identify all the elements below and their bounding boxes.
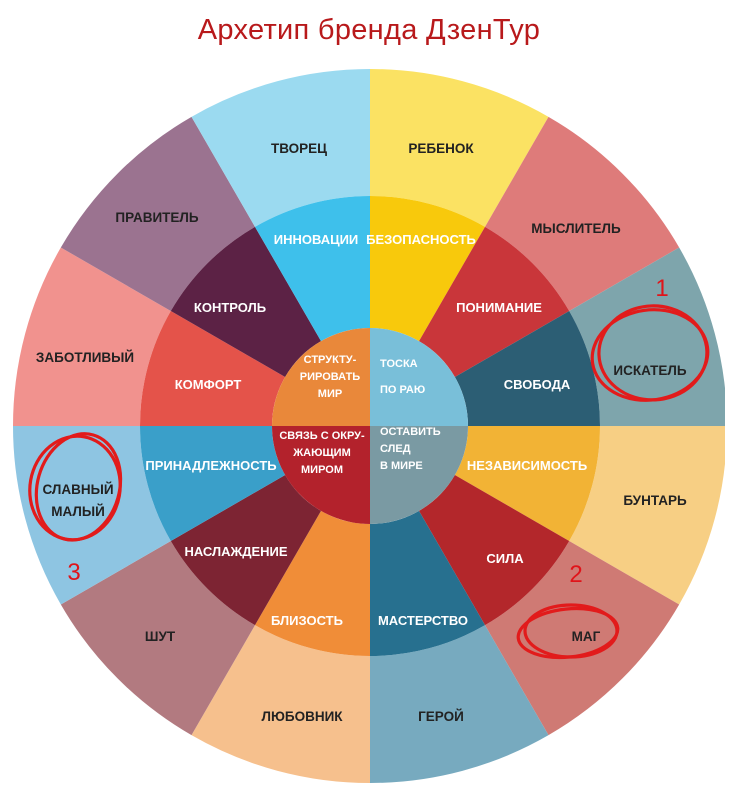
middle-segment-независимость — [454, 426, 600, 541]
middle-label-инновации: ИННОВАЦИИ — [274, 232, 359, 247]
outer-label-славный-малый: СЛАВНЫЙ — [42, 482, 113, 497]
outer-segment-любовник — [191, 625, 370, 783]
outer-segment-мыслитель — [485, 116, 680, 311]
inner-quadrant-1 — [370, 328, 468, 426]
outer-label-творец: ТВОРЕЦ — [271, 141, 327, 156]
outer-label-мыслитель: МЫСЛИТЕЛЬ — [531, 221, 621, 236]
inner-label-3-3: МИРОМ — [301, 464, 343, 476]
middle-segment-инновации — [255, 196, 370, 342]
middle-segment-сила — [419, 475, 570, 626]
annotations-layer: 1 2 3 — [28, 275, 710, 660]
middle-segment-принадлежность — [140, 426, 286, 541]
outer-segment-маг — [485, 541, 680, 736]
middle-label-безопасность: БЕЗОПАСНОСТЬ — [366, 232, 476, 247]
middle-label-свобода: СВОБОДА — [504, 377, 571, 392]
inner-label-4-1: СТРУКТУ- — [304, 354, 357, 366]
middle-label-наслаждение: НАСЛАЖДЕНИЕ — [184, 544, 287, 559]
middle-segment-контроль — [170, 226, 321, 377]
middle-segment-безопасность — [370, 196, 485, 342]
outer-label-заботливый: ЗАБОТЛИВЫЙ — [36, 350, 134, 365]
annotation-number-3: 3 — [67, 559, 80, 586]
middle-segment-понимание — [419, 226, 570, 377]
inner-quadrant-4 — [272, 328, 370, 426]
annotation-number-1: 1 — [655, 275, 668, 302]
middle-label-принадлежность: ПРИНАДЛЕЖНОСТЬ — [145, 458, 276, 473]
middle-segment-мастерство — [370, 510, 485, 656]
middle-label-понимание: ПОНИМАНИЕ — [456, 300, 542, 315]
inner-label-1-2: ПО РАЮ — [380, 384, 425, 396]
outer-label-бунтарь: БУНТАРЬ — [623, 493, 687, 508]
inner-label-4-3: МИР — [318, 388, 342, 400]
outer-segment-шут — [60, 541, 255, 736]
outer-label-искатель: ИСКАТЕЛЬ — [613, 363, 686, 378]
outer-label-правитель: ПРАВИТЕЛЬ — [115, 210, 198, 225]
middle-segment-наслаждение — [170, 475, 321, 626]
highlight-circle-1 — [597, 304, 709, 402]
outer-label-шут: ШУТ — [145, 629, 176, 644]
inner-label-2-1: ОСТАВИТЬ — [380, 426, 441, 438]
middle-label-сила: СИЛА — [486, 551, 524, 566]
outer-label-маг: МАГ — [572, 629, 601, 644]
inner-label-2-3: В МИРЕ — [380, 460, 423, 472]
labels-layer: РЕБЕНОК МЫСЛИТЕЛЬ ИСКАТЕЛЬ БУНТАРЬ МАГ ГЕРОЙ Л… — [36, 141, 687, 724]
outer-segment-ребенок — [370, 69, 549, 227]
highlight-circle-2 — [523, 603, 619, 659]
outer-label-герой: ГЕРОЙ — [418, 709, 464, 724]
diagram-title: Архетип бренда ДзенТур — [197, 14, 541, 46]
middle-segment-близость — [255, 510, 370, 656]
inner-label-3-1: СВЯЗЬ С ОКРУ- — [279, 430, 365, 442]
middle-label-близость: БЛИЗОСТЬ — [271, 613, 343, 628]
outer-segment-герой — [370, 625, 549, 783]
inner-quadrant-3 — [272, 426, 370, 524]
outer-segment-правитель — [60, 116, 255, 311]
middle-label-мастерство: МАСТЕРСТВО — [378, 613, 468, 628]
inner-label-3-2: ЖАЮЩИМ — [292, 447, 351, 459]
annotation-number-2: 2 — [569, 561, 582, 588]
inner-circle — [272, 328, 468, 524]
outer-label-ребенок: РЕБЕНОК — [408, 141, 474, 156]
outer-segment-творец — [191, 69, 370, 227]
inner-label-2-2: СЛЕД — [380, 443, 411, 455]
middle-segment-комфорт — [140, 311, 286, 426]
middle-segment-свобода — [454, 311, 600, 426]
highlight-circle-3 — [34, 432, 123, 542]
outer-ring — [13, 69, 725, 783]
outer-segment-бунтарь — [569, 426, 725, 605]
middle-label-независимость: НЕЗАВИСИМОСТЬ — [467, 458, 587, 473]
outer-label-славный-малый: МАЛЫЙ — [51, 504, 105, 519]
inner-label-4-2: РИРОВАТЬ — [300, 371, 361, 383]
outer-segment-заботливый — [13, 247, 171, 426]
inner-label-1-1: ТОСКА — [380, 358, 418, 370]
outer-label-любовник: ЛЮБОВНИК — [261, 709, 343, 724]
middle-label-контроль: КОНТРОЛЬ — [194, 300, 266, 315]
outer-segment-славный-малый — [13, 426, 171, 605]
inner-quadrant-2 — [370, 426, 468, 524]
middle-ring — [140, 196, 600, 656]
middle-label-комфорт: КОМФОРТ — [175, 377, 242, 392]
